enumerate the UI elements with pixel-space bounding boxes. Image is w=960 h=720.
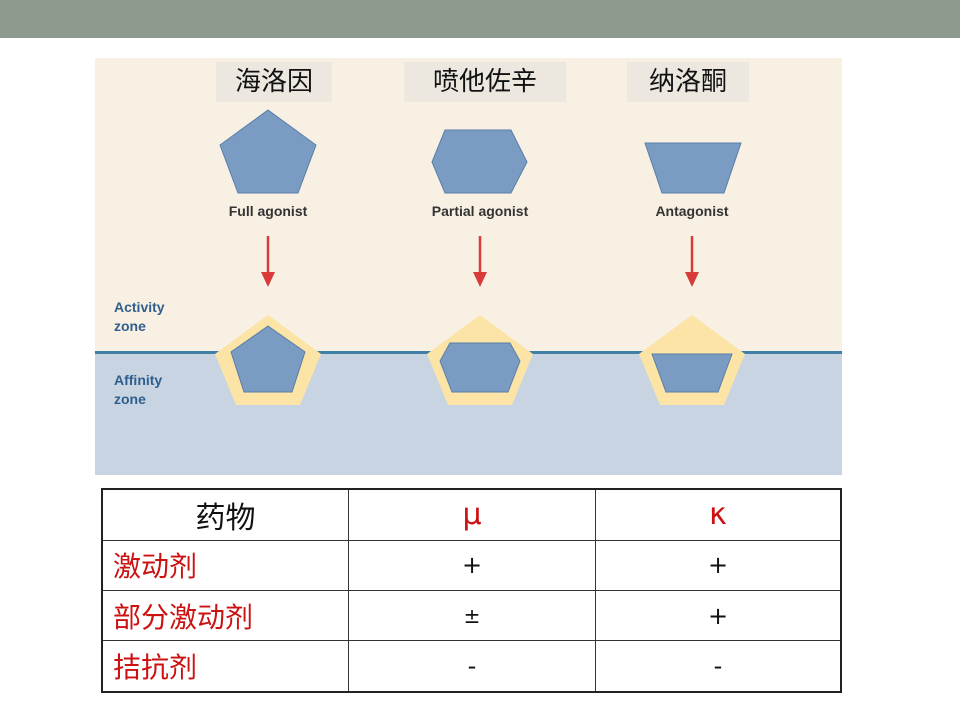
partial-agonist-bound-shape <box>439 342 521 393</box>
activity-zone-label-line1: Activity <box>114 299 165 315</box>
partial-agonist-shape <box>431 129 528 194</box>
partial-agonist-arrow-head <box>473 272 487 287</box>
table-row: 激动剂 + + <box>101 539 842 591</box>
affinity-zone-label: Affinity zone <box>114 371 194 409</box>
cell-kappa: + <box>595 589 842 642</box>
receptor-binding-figure: 海洛因 喷他佐辛 纳洛酮 Full agonist Partial agonis… <box>95 58 842 475</box>
row-label-partial-agonist: 部分激动剂 <box>101 589 349 642</box>
drug-label-pentazocine: 喷他佐辛 <box>404 62 566 102</box>
drug-label-naloxone: 纳洛酮 <box>627 62 749 102</box>
affinity-zone-label-line1: Affinity <box>114 372 163 388</box>
receptor-activity-table: 药物 μ κ 激动剂 + + 部分激动剂 ± + 拮抗剂 - - <box>101 488 842 693</box>
header-mu: μ <box>348 488 596 541</box>
antagonist-bound-shape <box>651 353 733 393</box>
drug-label-heroin: 海洛因 <box>216 62 332 102</box>
header-kappa: κ <box>595 488 842 541</box>
type-label-full-agonist: Full agonist <box>228 203 308 219</box>
header-drug: 药物 <box>101 488 349 541</box>
receptor-shapes <box>215 109 745 405</box>
full-agonist-arrow-head <box>261 272 275 287</box>
cell-mu: ± <box>348 589 596 642</box>
row-label-antagonist: 拮抗剂 <box>101 640 349 693</box>
activity-zone-background <box>95 58 842 353</box>
row-label-agonist: 激动剂 <box>101 539 349 591</box>
activity-zone-label-line2: zone <box>114 318 146 334</box>
antagonist-shape <box>644 142 742 194</box>
type-label-antagonist: Antagonist <box>655 203 729 219</box>
antagonist-arrow-head <box>685 272 699 287</box>
activity-zone-label: Activity zone <box>114 298 194 336</box>
table-row: 拮抗剂 - - <box>101 640 842 693</box>
cell-mu: - <box>348 640 596 693</box>
cell-kappa: - <box>595 640 842 693</box>
full-agonist-bound-shape <box>230 325 306 393</box>
slide-top-bar <box>0 0 960 38</box>
affinity-zone-label-line2: zone <box>114 391 146 407</box>
type-label-partial-agonist: Partial agonist <box>431 203 529 219</box>
full-agonist-shape <box>219 109 317 194</box>
cell-kappa: + <box>595 539 842 591</box>
table-header-row: 药物 μ κ <box>101 488 842 541</box>
table-row: 部分激动剂 ± + <box>101 589 842 642</box>
cell-mu: + <box>348 539 596 591</box>
